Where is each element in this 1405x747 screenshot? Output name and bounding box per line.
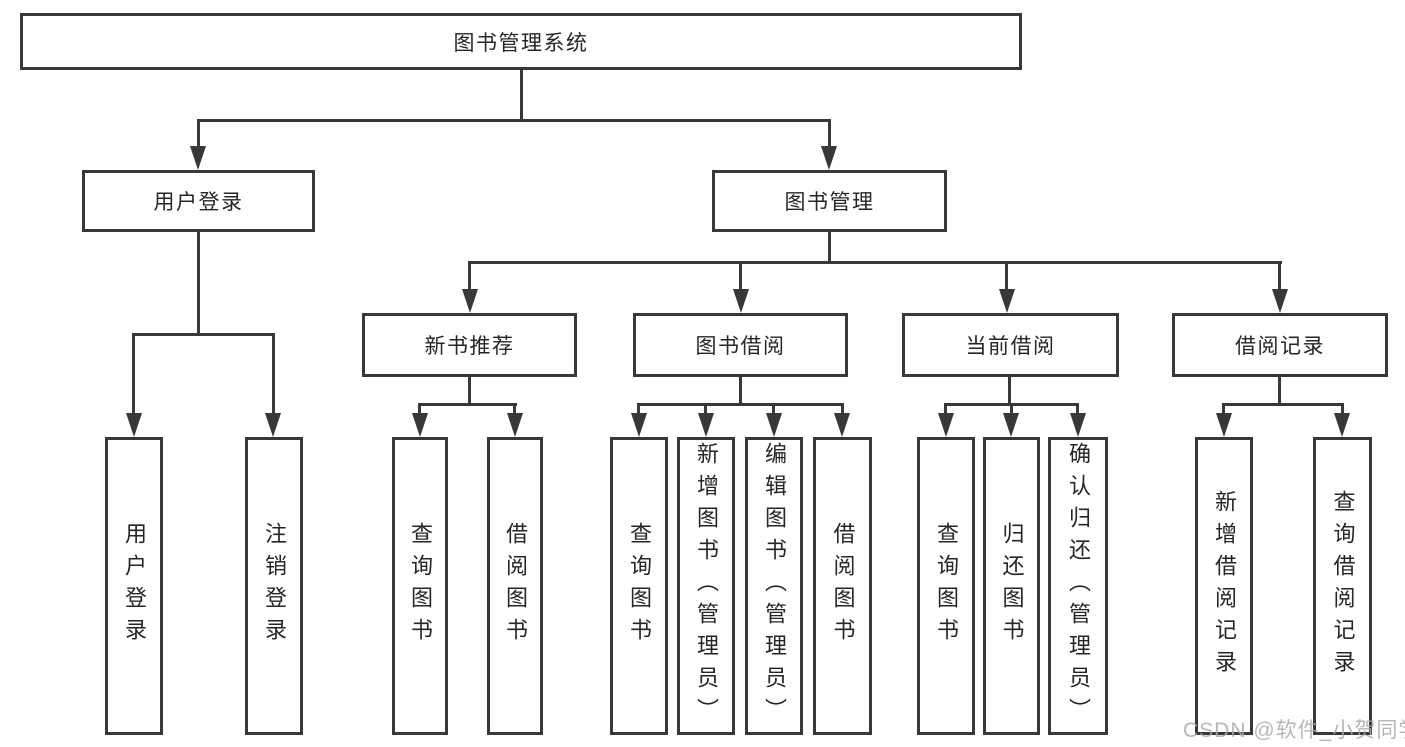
node-user-login: 用户登录 xyxy=(82,170,315,232)
connector-line xyxy=(418,403,517,406)
connector-line xyxy=(468,261,1282,264)
connector-line xyxy=(132,333,135,415)
connector-line xyxy=(1278,377,1281,406)
connector-line xyxy=(637,403,640,415)
arrowhead-down-icon xyxy=(462,289,478,313)
connector-line xyxy=(828,232,831,263)
arrowhead-down-icon xyxy=(821,146,837,170)
arrowhead-down-icon xyxy=(1070,413,1086,437)
leaf-query-books-current: 查询图书 xyxy=(917,437,975,735)
arrowhead-down-icon xyxy=(1334,413,1350,437)
connector-line xyxy=(637,403,844,406)
arrowhead-down-icon xyxy=(126,413,142,437)
arrowhead-down-icon xyxy=(265,413,281,437)
connector-line xyxy=(197,119,200,148)
csdn-watermark: CSDN @软件_小贺同学 xyxy=(1183,719,1405,742)
connector-line xyxy=(1278,261,1281,291)
connector-line xyxy=(132,333,275,336)
arrowhead-down-icon xyxy=(190,146,206,170)
connector-line xyxy=(828,119,831,148)
node-new-book-recommend: 新书推荐 xyxy=(362,313,577,377)
arrowhead-down-icon xyxy=(834,413,850,437)
arrowhead-down-icon xyxy=(698,413,714,437)
arrowhead-down-icon xyxy=(507,413,523,437)
arrowhead-down-icon xyxy=(999,289,1015,313)
arrowhead-down-icon xyxy=(1272,289,1288,313)
leaf-return-books: 归还图书 xyxy=(983,437,1040,735)
connector-line xyxy=(739,377,742,406)
connector-line xyxy=(1341,403,1344,415)
connector-line xyxy=(739,261,742,291)
arrowhead-down-icon xyxy=(631,413,647,437)
connector-line xyxy=(1076,403,1079,415)
leaf-add-book-admin: 新增图书（管理员） xyxy=(677,437,735,735)
connector-line xyxy=(418,403,421,415)
arrowhead-down-icon xyxy=(412,413,428,437)
connector-line xyxy=(1222,403,1344,406)
connector-line xyxy=(468,261,471,291)
connector-line xyxy=(704,403,707,415)
leaf-logout: 注销登录 xyxy=(245,437,303,735)
node-root: 图书管理系统 xyxy=(20,13,1022,70)
connector-line xyxy=(1010,403,1013,415)
connector-line xyxy=(197,232,200,335)
leaf-borrow-books: 借阅图书 xyxy=(813,437,872,735)
arrowhead-down-icon xyxy=(1003,413,1019,437)
connector-line xyxy=(197,119,831,122)
arrowhead-down-icon xyxy=(1216,413,1232,437)
node-book-borrowing: 图书借阅 xyxy=(633,313,848,377)
node-current-borrowing: 当前借阅 xyxy=(902,313,1119,377)
leaf-edit-book-admin: 编辑图书（管理员） xyxy=(745,437,803,735)
connector-line xyxy=(1008,377,1011,406)
connector-line xyxy=(468,377,471,406)
leaf-confirm-return-admin: 确认归还（管理员） xyxy=(1048,437,1108,735)
arrowhead-down-icon xyxy=(733,289,749,313)
arrowhead-down-icon xyxy=(766,413,782,437)
connector-line xyxy=(772,403,775,415)
arrowhead-down-icon xyxy=(938,413,954,437)
leaf-query-books-recommend: 查询图书 xyxy=(392,437,448,735)
connector-line xyxy=(513,403,516,415)
leaf-query-borrow-record: 查询借阅记录 xyxy=(1313,437,1372,735)
connector-line xyxy=(520,70,523,120)
leaf-query-books-borrowing: 查询图书 xyxy=(610,437,668,735)
connector-line xyxy=(272,333,275,415)
node-borrowing-records: 借阅记录 xyxy=(1172,313,1388,377)
leaf-borrow-books-recommend: 借阅图书 xyxy=(487,437,543,735)
connector-line xyxy=(1222,403,1225,415)
leaf-add-borrow-record: 新增借阅记录 xyxy=(1195,437,1253,735)
leaf-user-login: 用户登录 xyxy=(105,437,163,735)
connector-line xyxy=(944,403,947,415)
node-book-management: 图书管理 xyxy=(712,170,947,232)
connector-line xyxy=(1005,261,1008,291)
connector-line xyxy=(841,403,844,415)
